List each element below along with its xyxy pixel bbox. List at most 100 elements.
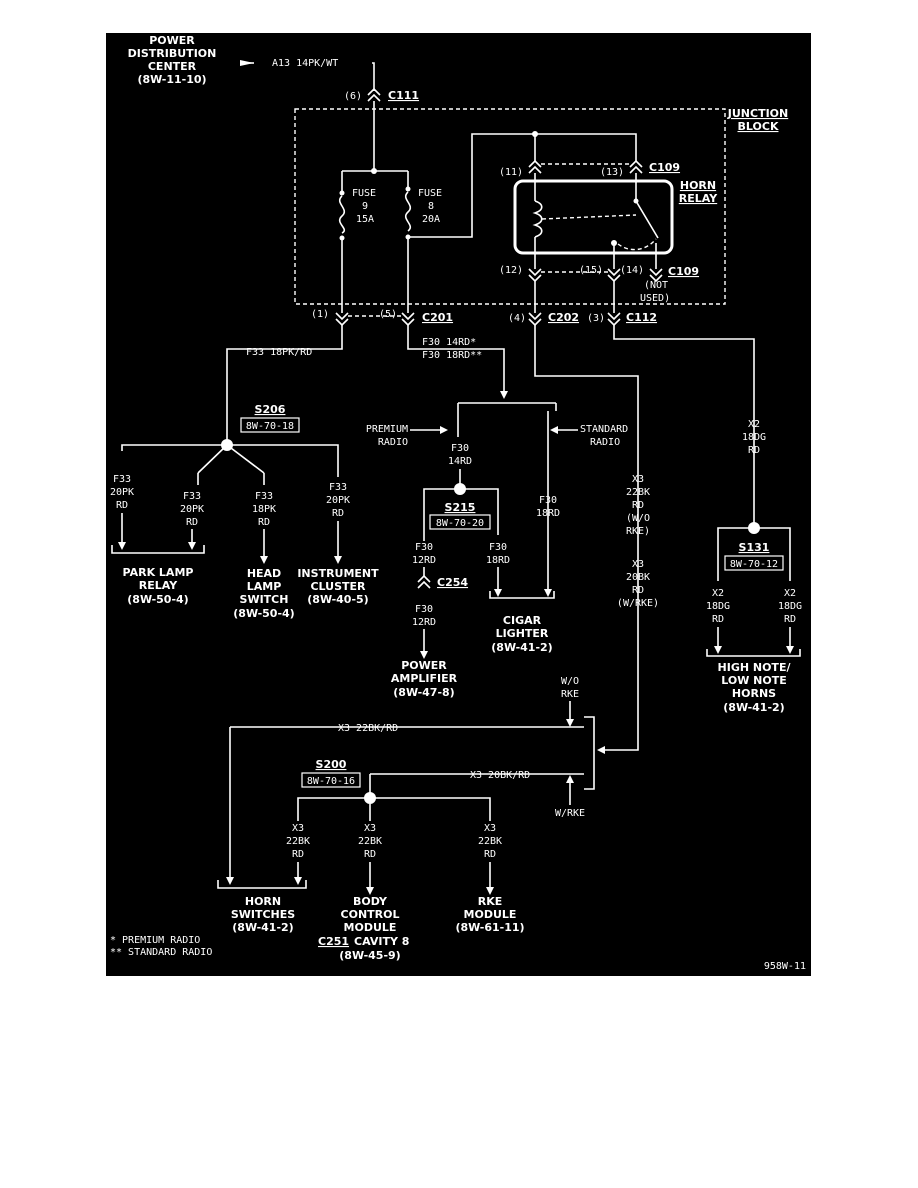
s206-ref: 8W-70-18 — [246, 421, 294, 432]
rke-module-ref: (8W-61-11) — [455, 921, 524, 934]
horns-label: LOW NOTE — [721, 674, 787, 687]
c109-pin14 — [649, 268, 663, 283]
power-amplifier-ref: (8W-47-8) — [393, 686, 454, 699]
f33-wire-label: RD — [332, 508, 344, 519]
wo-rke-label: RKE — [561, 689, 579, 700]
fuse8-number: 8 — [428, 201, 434, 212]
bcm-label: CONTROL — [341, 908, 400, 921]
c109-pin13 — [629, 159, 643, 174]
fuse9-rating: 15A — [356, 214, 374, 225]
c109-pin15 — [607, 268, 621, 283]
junction-dot — [371, 168, 377, 174]
park-lamp-relay-label: PARK LAMP — [123, 566, 194, 579]
pin-11: (11) — [499, 167, 523, 178]
f30-wire-label: 18RD — [536, 508, 560, 519]
cigar-lighter-label: LIGHTER — [496, 627, 549, 640]
relay-contact — [633, 198, 639, 204]
park-lamp-relay-ref: (8W-50-4) — [127, 593, 188, 606]
fuse8-element — [404, 191, 412, 232]
head-lamp-switch-label: SWITCH — [240, 593, 289, 606]
rke-module-wire — [370, 797, 491, 821]
fuse8-label: FUSE — [418, 188, 442, 199]
head-lamp-switch-label: HEAD — [247, 567, 281, 580]
c201-label: C201 — [422, 311, 453, 324]
relay-coil — [532, 200, 543, 238]
c109-bottom-label: C109 — [668, 265, 699, 278]
horn-wiring-diagram: POWER DISTRIBUTION CENTER (8W-11-10) A13… — [106, 33, 811, 976]
x3-wire-label: X3 — [632, 559, 644, 570]
standard-radio-label: STANDARD — [580, 424, 628, 435]
f33-wire-label: RD — [116, 500, 128, 511]
x3-wire-label: X3 — [632, 474, 644, 485]
x3-wire-label: (W/RKE) — [617, 598, 659, 609]
x3-wire-label: RD — [364, 849, 376, 860]
f33-wire-label: 20PK — [326, 495, 350, 506]
s200-label: S200 — [316, 758, 347, 771]
c251-label: C251 — [318, 935, 349, 948]
x3-wire-label: 22BK — [626, 487, 650, 498]
low-note-horn-wire — [754, 527, 791, 581]
horn-switches-label: SWITCHES — [231, 908, 295, 921]
f33-wire-label: 20PK — [110, 487, 134, 498]
f30-wire-label: F30 — [415, 604, 433, 615]
pin-1: (1) — [311, 309, 329, 320]
c254-connector — [417, 574, 431, 589]
pin-13: (13) — [600, 167, 624, 178]
c202-pin4 — [528, 312, 542, 327]
horns-ref: (8W-41-2) — [723, 701, 784, 714]
s200-ref-box — [301, 772, 361, 788]
c111-connector — [367, 87, 381, 102]
pdc-ref: (8W-11-10) — [137, 73, 206, 86]
horn-relay-box — [513, 179, 674, 255]
junction-block-label: JUNCTION — [727, 107, 788, 120]
c254-label: C254 — [437, 576, 468, 589]
x2-wire-label: 18DG — [742, 432, 766, 443]
relay-armature-link — [541, 214, 637, 220]
f33-wire — [226, 325, 343, 445]
c109-pin12 — [528, 268, 542, 283]
wiring-schematic: POWER DISTRIBUTION CENTER (8W-11-10) A13… — [110, 34, 806, 972]
x3-wire-label: RD — [632, 585, 644, 596]
instrument-cluster-ref: (8W-40-5) — [307, 593, 368, 606]
c111-pin: (6) — [344, 91, 362, 102]
pin-3: (3) — [587, 313, 605, 324]
f30-wire-label: 14RD — [448, 456, 472, 467]
figure-id: 958W-11 — [764, 961, 806, 972]
footnote-premium: * PREMIUM RADIO — [110, 935, 200, 946]
f33-branch-wire — [197, 444, 228, 474]
s215-ref: 8W-70-20 — [436, 518, 484, 529]
f30-wire-label: F30 — [451, 443, 469, 454]
c202-label: C202 — [548, 311, 579, 324]
relay-switch-arm — [635, 173, 659, 239]
f30-wire-label: F30 — [539, 495, 557, 506]
horn-switch-wire — [297, 797, 370, 821]
horns-label: HORNS — [732, 687, 776, 700]
not-used-label: (NOT — [644, 280, 668, 291]
c201-pin1 — [335, 312, 349, 327]
pdc-label: CENTER — [148, 60, 197, 73]
premium-radio-label: RADIO — [378, 437, 408, 448]
c111-label: C111 — [388, 89, 419, 102]
cigar-lighter-label: CIGAR — [503, 614, 542, 627]
pin-5: (5) — [379, 309, 397, 320]
x2-horn-wire — [613, 325, 755, 525]
f33-branch-wire — [226, 444, 265, 474]
relay-contact-travel — [617, 238, 657, 251]
x2-wire-label: RD — [748, 445, 760, 456]
s131-ref: 8W-70-12 — [730, 559, 778, 570]
horn-relay-label: HORN — [680, 179, 716, 192]
fuse8-terminal — [405, 186, 411, 192]
c109-top-label: C109 — [649, 161, 680, 174]
s206-label: S206 — [255, 403, 286, 416]
x2-wire-label: X2 — [748, 419, 760, 430]
c112-pin3 — [607, 312, 621, 327]
power-amplifier-label: AMPLIFIER — [391, 672, 458, 685]
x3-wire-label: 22BK — [358, 836, 382, 847]
bcm-label: BODY — [353, 895, 388, 908]
c109-pin11 — [528, 159, 542, 174]
pin-14: (14) — [620, 265, 644, 276]
s215-ref-box — [429, 514, 491, 530]
x3-horn-relay-wire — [534, 325, 639, 754]
x2-wire-label: X2 — [712, 588, 724, 599]
c112-label: C112 — [626, 311, 657, 324]
